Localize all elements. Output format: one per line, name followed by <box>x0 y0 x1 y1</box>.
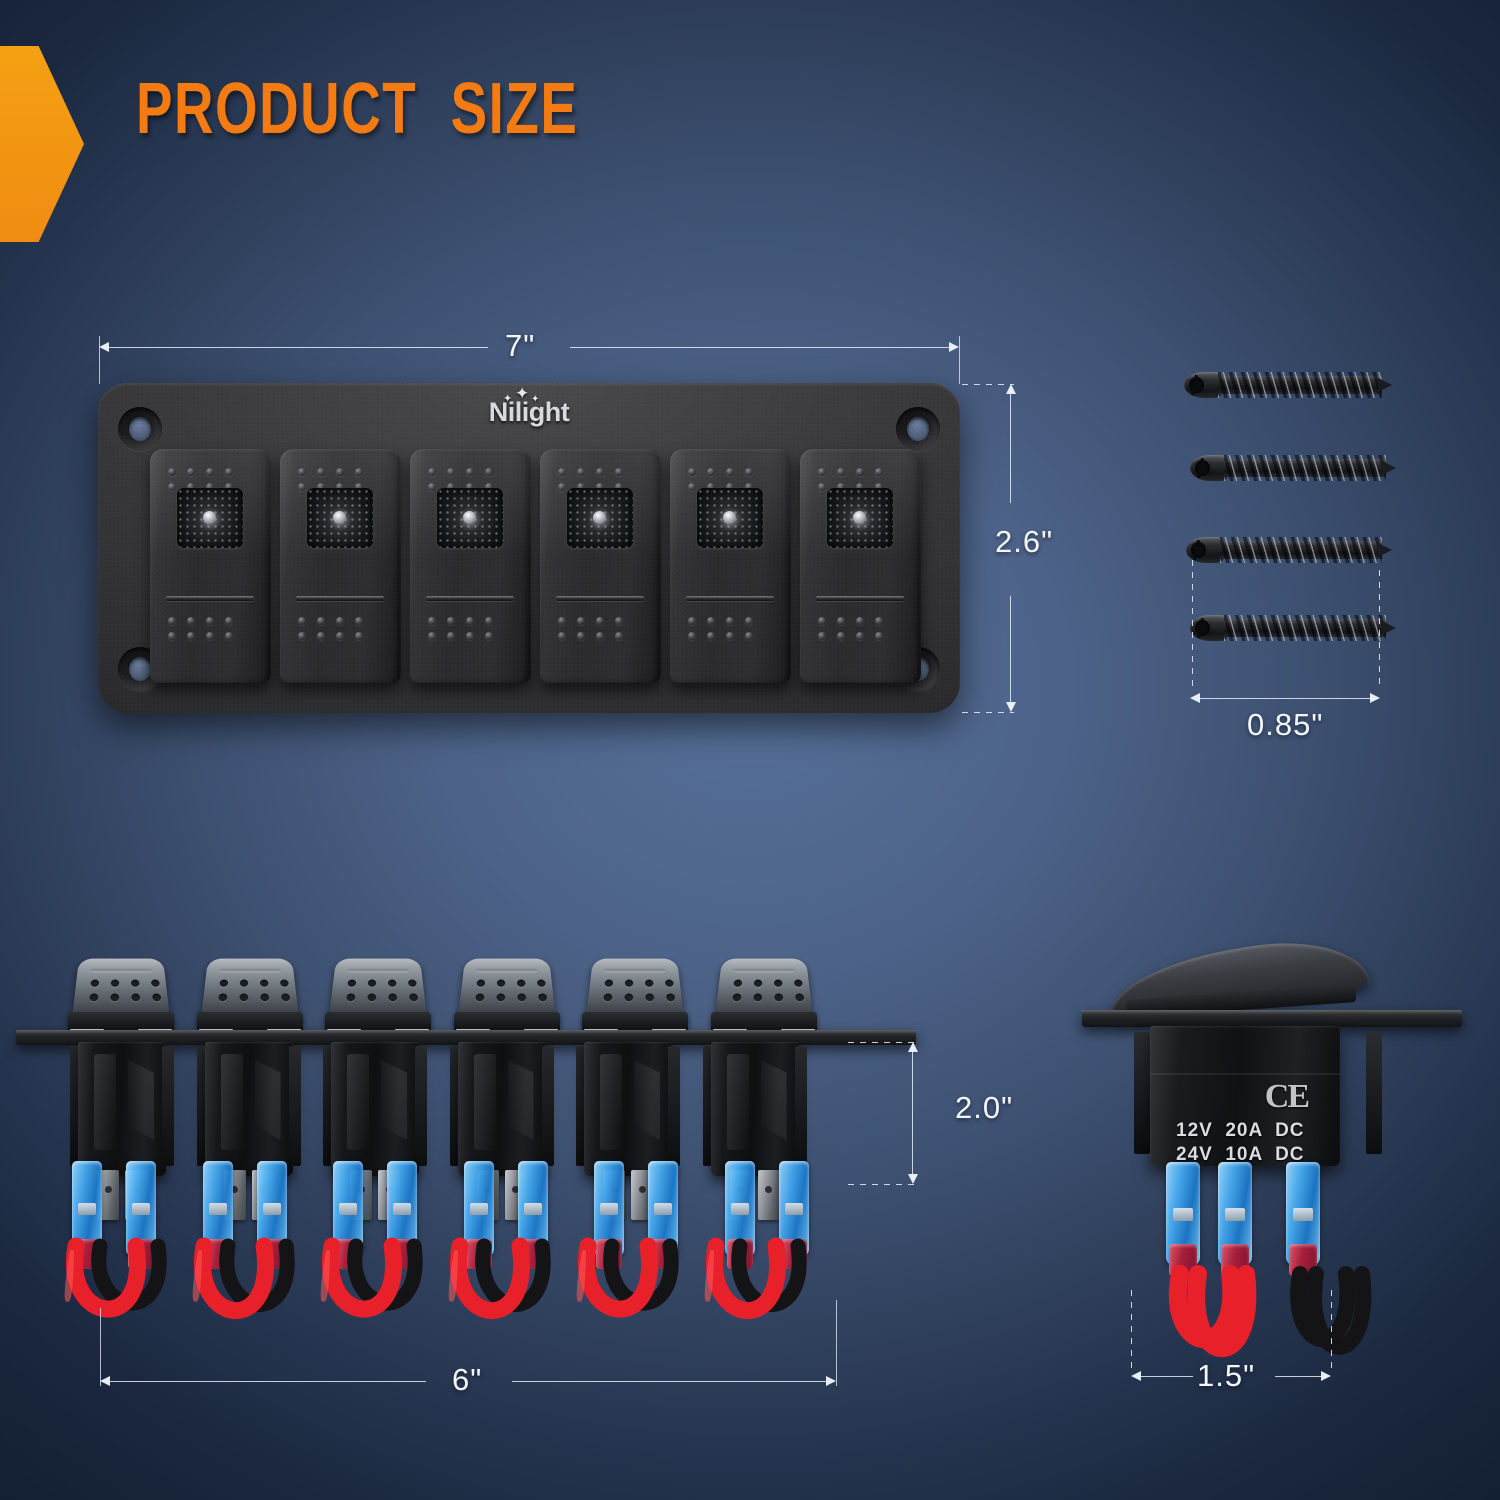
rocker-switch-4[interactable] <box>540 449 661 683</box>
wire-loops-group <box>64 1237 807 1320</box>
switch-body-1 <box>70 1042 174 1222</box>
rocker-switch-row <box>150 449 921 683</box>
screw-2 <box>1190 455 1396 481</box>
rocker-switch-5[interactable] <box>670 449 791 683</box>
chevron-accent-icon <box>0 46 84 242</box>
rating-line-1: 12V 20A DC <box>1176 1120 1305 1141</box>
rocker-cap-2[interactable] <box>196 946 303 1034</box>
dimension-label-1p5in: 1.5" <box>1197 1358 1256 1393</box>
page-title: PRODUCT SIZE <box>136 69 579 149</box>
rocker-cap-5[interactable] <box>582 946 688 1034</box>
mounting-hole-top-right <box>896 407 940 451</box>
screw-3 <box>1186 537 1392 563</box>
dimension-label-2p0in: 2.0" <box>955 1090 1014 1125</box>
rocker-cap-3[interactable] <box>325 946 431 1034</box>
switch-housing: CE 12V 20A DC 24V 10A DC <box>1150 1026 1340 1166</box>
dimension-label-7in: 7" <box>505 328 536 363</box>
switch-panel-side-view <box>16 946 916 1346</box>
ce-mark-icon: CE <box>1264 1078 1310 1115</box>
rocker-cap-6[interactable] <box>710 946 817 1034</box>
switch-label-slot <box>296 596 384 601</box>
dimension-label-2p6in: 2.6" <box>995 524 1054 559</box>
switch-led-lens-icon <box>827 488 893 548</box>
mounting-hole-top-left <box>118 407 162 451</box>
switch-label-slot <box>166 596 254 601</box>
panel-plate-edge-right <box>1082 1010 1462 1027</box>
rocker-switch-6[interactable] <box>800 449 921 683</box>
rocker-cap-4[interactable] <box>453 946 560 1034</box>
rocker-switch-2[interactable] <box>280 449 401 683</box>
rocker-switch-1[interactable] <box>150 449 271 683</box>
switch-led-lens-icon <box>697 488 763 548</box>
wire-loops-right <box>1169 1265 1372 1358</box>
switch-led-lens-icon <box>307 488 373 548</box>
switch-retaining-clip-left <box>1134 1032 1150 1154</box>
brand-logo-text: Nilight <box>488 397 570 427</box>
single-switch-side-view: CE 12V 20A DC 24V 10A DC <box>1082 932 1462 1358</box>
rocker-switch-3[interactable] <box>410 449 531 683</box>
switch-label-slot <box>556 596 644 601</box>
switch-body-2 <box>196 1042 301 1222</box>
switch-led-lens-icon <box>177 488 243 548</box>
screw-1 <box>1184 372 1392 398</box>
switch-label-slot <box>816 596 904 601</box>
dimension-label-0p85in: 0.85" <box>1247 707 1324 742</box>
switch-led-lens-icon <box>437 488 503 548</box>
dimension-label-6in: 6" <box>452 1362 483 1397</box>
screw-4 <box>1190 615 1396 641</box>
switch-label-slot <box>426 596 514 601</box>
switch-retaining-clip-right <box>1366 1032 1382 1154</box>
switch-label-slot <box>686 596 774 601</box>
rating-line-2: 24V 10A DC <box>1176 1144 1305 1165</box>
rocker-cap-row <box>68 946 817 1034</box>
rocker-cap-1[interactable] <box>68 946 174 1034</box>
switch-led-lens-icon <box>567 488 633 548</box>
switch-panel-front-view: Nilight ✦ ✦ ✦ <box>98 383 960 713</box>
